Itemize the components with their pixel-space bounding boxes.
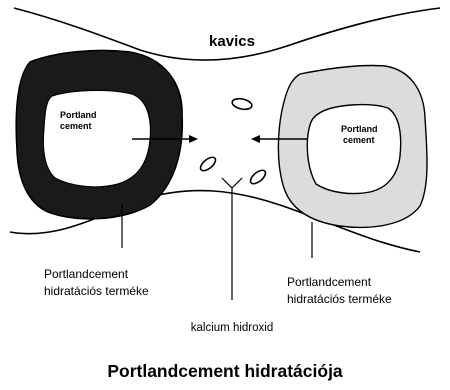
right-core-arrow-head (251, 135, 260, 143)
figure-caption: Portlandcement hidratációja (107, 361, 343, 381)
aggregate-label: kavics (209, 33, 255, 50)
right-cement-core (307, 105, 400, 194)
right-core-label-2: cement (343, 135, 375, 145)
right-product-label-1: Portlandcement (287, 275, 372, 289)
crystal-left (198, 155, 218, 173)
left-core-label-2: cement (60, 121, 92, 131)
center-leader-line (222, 178, 242, 300)
right-core-label-1: Portland (341, 124, 378, 134)
calcium-hydroxide-label: kalcium hidroxid (191, 322, 273, 334)
left-product-label-1: Portlandcement (44, 267, 129, 281)
left-product-label-2: hidratációs terméke (44, 284, 149, 298)
right-product-label-2: hidratációs terméke (287, 292, 392, 306)
left-core-arrow-head (189, 135, 198, 143)
crystal-right (248, 168, 268, 186)
crystal-top (231, 97, 253, 111)
left-core-label-1: Portland (60, 110, 97, 120)
